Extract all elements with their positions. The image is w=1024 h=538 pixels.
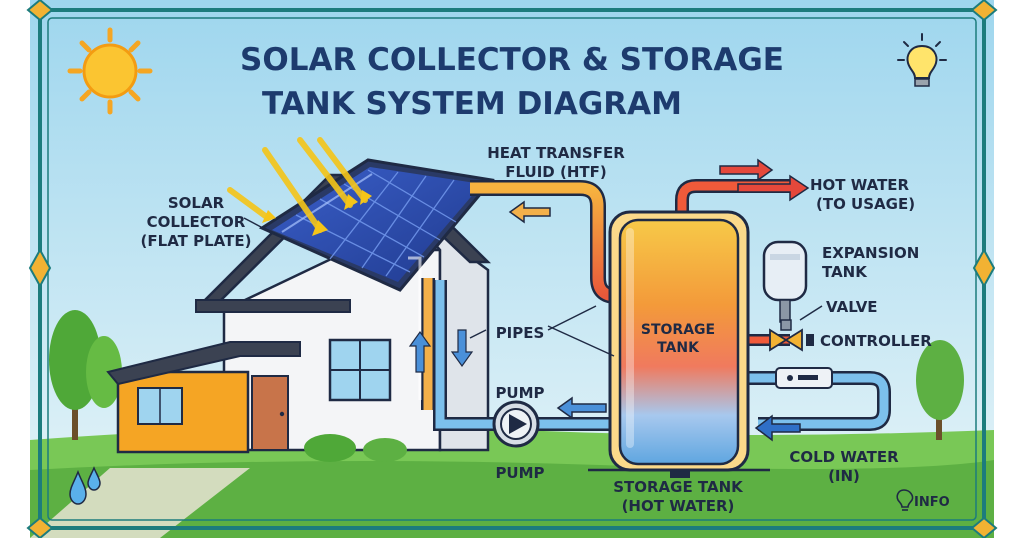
sun-icon (67, 27, 153, 115)
label-htf-line-1: HEAT TRANSFER (487, 144, 625, 162)
water-drop-icon (69, 466, 101, 505)
label-solar-line-2: COLLECTOR (147, 213, 246, 231)
valve (769, 319, 803, 352)
label-storage-inner-line-1: STORAGE (641, 322, 715, 338)
label-pipes: PIPES (496, 324, 545, 342)
controller (775, 367, 833, 389)
label-pump-top: PUMP (495, 384, 544, 402)
label-hot-water-line-1: HOT WATER (810, 176, 910, 194)
flow-arrows (408, 158, 810, 442)
label-solar-line-1: SOLAR (168, 194, 225, 212)
label-expansion-line-1: EXPANSION (822, 244, 919, 262)
leader-lines (243, 217, 823, 357)
info-bulb-icon (896, 489, 914, 511)
expansion-tank (762, 240, 808, 323)
label-htf-line-2: FLUID (HTF) (505, 163, 606, 181)
trees (49, 310, 964, 440)
title-line-1: SOLAR COLLECTOR & STORAGE (240, 42, 784, 78)
title-line-2: TANK SYSTEM DIAGRAM (262, 86, 682, 122)
label-cold-water-line-1: COLD WATER (789, 448, 899, 466)
label-valve: VALVE (826, 298, 878, 316)
label-hot-water-line-2: (TO USAGE) (816, 195, 915, 213)
label-expansion-line-2: TANK (822, 263, 868, 281)
label-storage-bottom-line-1: STORAGE TANK (613, 478, 744, 496)
label-info: INFO (914, 495, 950, 510)
lightbulb-icon (897, 33, 947, 87)
label-storage-inner-line-2: TANK (657, 340, 700, 356)
solar-collector (258, 158, 495, 292)
storage-tank (608, 210, 750, 478)
sun-rays (227, 137, 368, 233)
pump (492, 400, 540, 448)
label-solar-line-3: (FLAT PLATE) (141, 232, 252, 250)
label-cold-water-line-2: (IN) (828, 467, 860, 485)
label-pump-bottom: PUMP (495, 464, 544, 482)
label-storage-bottom-line-2: (HOT WATER) (622, 497, 735, 515)
label-controller: CONTROLLER (820, 332, 932, 350)
